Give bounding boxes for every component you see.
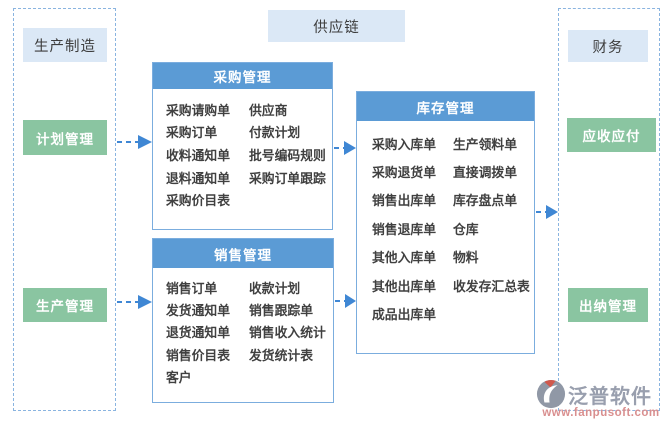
arrow-plan-to-purchase <box>117 135 152 149</box>
module-item-row: 销售价目表 发货统计表 <box>166 343 333 365</box>
module-item-row: 退货通知单 销售收入统计 <box>166 321 333 343</box>
production-group-title: 生产制造 <box>23 28 107 62</box>
receivable-payable-chip: 应收应付 <box>567 118 656 152</box>
module-item: 批号编码规则 <box>249 147 326 163</box>
purchase-module: 采购管理 采购请购单 供应商 采购订单 付款计划 收料通知单 批号编码规则 退料… <box>152 62 333 230</box>
module-item: 销售收入统计 <box>249 325 326 341</box>
module-item: 收发存汇总表 <box>453 278 530 294</box>
module-item-row: 采购订单 付款计划 <box>166 121 332 144</box>
purchase-module-title: 采购管理 <box>153 63 332 89</box>
module-item-row: 收料通知单 批号编码规则 <box>166 143 332 166</box>
inventory-module: 库存管理 采购入库单 生产领料单 采购退货单 直接调拨单 销售出库单 库存盘点单… <box>356 91 535 354</box>
fanpu-watermark-top: 泛普软件 <box>536 379 666 409</box>
fanpu-watermark: 泛普软件 www.fanpusoft.com <box>536 379 666 419</box>
module-item: 采购价目表 <box>166 193 230 209</box>
finance-group-title: 财务 <box>568 30 648 62</box>
cashier-management-chip: 出纳管理 <box>568 288 648 322</box>
finance-group-panel <box>558 8 660 411</box>
module-item: 采购退货单 <box>372 165 436 181</box>
plan-management-chip: 计划管理 <box>23 120 107 155</box>
module-item: 物料 <box>453 250 479 266</box>
inventory-module-title: 库存管理 <box>357 92 534 121</box>
module-item: 收款计划 <box>249 280 301 296</box>
fanpu-brand-text: 泛普软件 <box>568 385 652 408</box>
fanpu-logo-icon <box>536 379 566 409</box>
module-item-row: 销售退库单 仓库 <box>372 214 534 242</box>
module-item-row: 客户 <box>166 366 333 388</box>
module-item-row: 退料通知单 采购订单跟踪 <box>166 166 332 189</box>
module-item: 客户 <box>166 370 192 386</box>
module-item: 生产领料单 <box>453 136 517 152</box>
sales-module-items: 销售订单 收款计划 发货通知单 销售跟踪单 退货通知单 销售收入统计 销售价目表… <box>153 268 333 402</box>
module-item-row: 采购请购单 供应商 <box>166 98 332 121</box>
module-item: 成品出库单 <box>372 307 436 323</box>
fanpu-url-text: www.fanpusoft.com <box>542 407 660 419</box>
inventory-module-items: 采购入库单 生产领料单 采购退货单 直接调拨单 销售出库单 库存盘点单 销售退库… <box>357 121 534 353</box>
arrow-production-to-sales <box>117 295 152 309</box>
module-item: 仓库 <box>453 221 479 237</box>
module-item: 销售订单 <box>166 280 218 296</box>
module-item: 采购订单跟踪 <box>249 170 326 186</box>
module-item: 发货通知单 <box>166 303 230 319</box>
module-item: 付款计划 <box>249 125 301 141</box>
module-item-row: 采购退货单 直接调拨单 <box>372 157 534 185</box>
module-item: 收料通知单 <box>166 147 230 163</box>
sales-module: 销售管理 销售订单 收款计划 发货通知单 销售跟踪单 退货通知单 销售收入统计 … <box>152 238 334 403</box>
module-item: 采购请购单 <box>166 102 230 118</box>
module-item: 供应商 <box>249 102 288 118</box>
module-item: 销售出库单 <box>372 193 436 209</box>
module-item-row: 其他出库单 收发存汇总表 <box>372 271 534 299</box>
supply-chain-label: 供应链 <box>268 10 405 42</box>
module-item: 销售价目表 <box>166 347 230 363</box>
arrow-inventory-to-finance <box>536 205 558 219</box>
module-item: 其他入库单 <box>372 250 436 266</box>
module-item-row: 销售订单 收款计划 <box>166 276 333 298</box>
arrow-purchase-to-inventory <box>334 141 356 155</box>
module-item: 采购入库单 <box>372 136 436 152</box>
module-item: 销售跟踪单 <box>249 303 313 319</box>
module-item-row: 成品出库单 <box>372 299 534 327</box>
module-item-row: 采购价目表 <box>166 188 332 211</box>
module-item-row: 销售出库单 库存盘点单 <box>372 186 534 214</box>
production-management-chip: 生产管理 <box>23 288 107 322</box>
production-group-panel <box>13 8 116 411</box>
module-item: 退货通知单 <box>166 325 230 341</box>
module-item-row: 发货通知单 销售跟踪单 <box>166 298 333 320</box>
module-item-row: 采购入库单 生产领料单 <box>372 129 534 157</box>
module-item: 其他出库单 <box>372 278 436 294</box>
module-item: 销售退库单 <box>372 221 436 237</box>
sales-module-title: 销售管理 <box>153 239 333 268</box>
module-item-row: 其他入库单 物料 <box>372 243 534 271</box>
module-item: 采购订单 <box>166 125 218 141</box>
module-item: 直接调拨单 <box>453 165 517 181</box>
arrow-sales-to-inventory <box>335 294 356 308</box>
purchase-module-items: 采购请购单 供应商 采购订单 付款计划 收料通知单 批号编码规则 退料通知单 采… <box>153 89 332 229</box>
module-item: 库存盘点单 <box>453 193 517 209</box>
module-item: 发货统计表 <box>249 347 313 363</box>
module-item: 退料通知单 <box>166 170 230 186</box>
